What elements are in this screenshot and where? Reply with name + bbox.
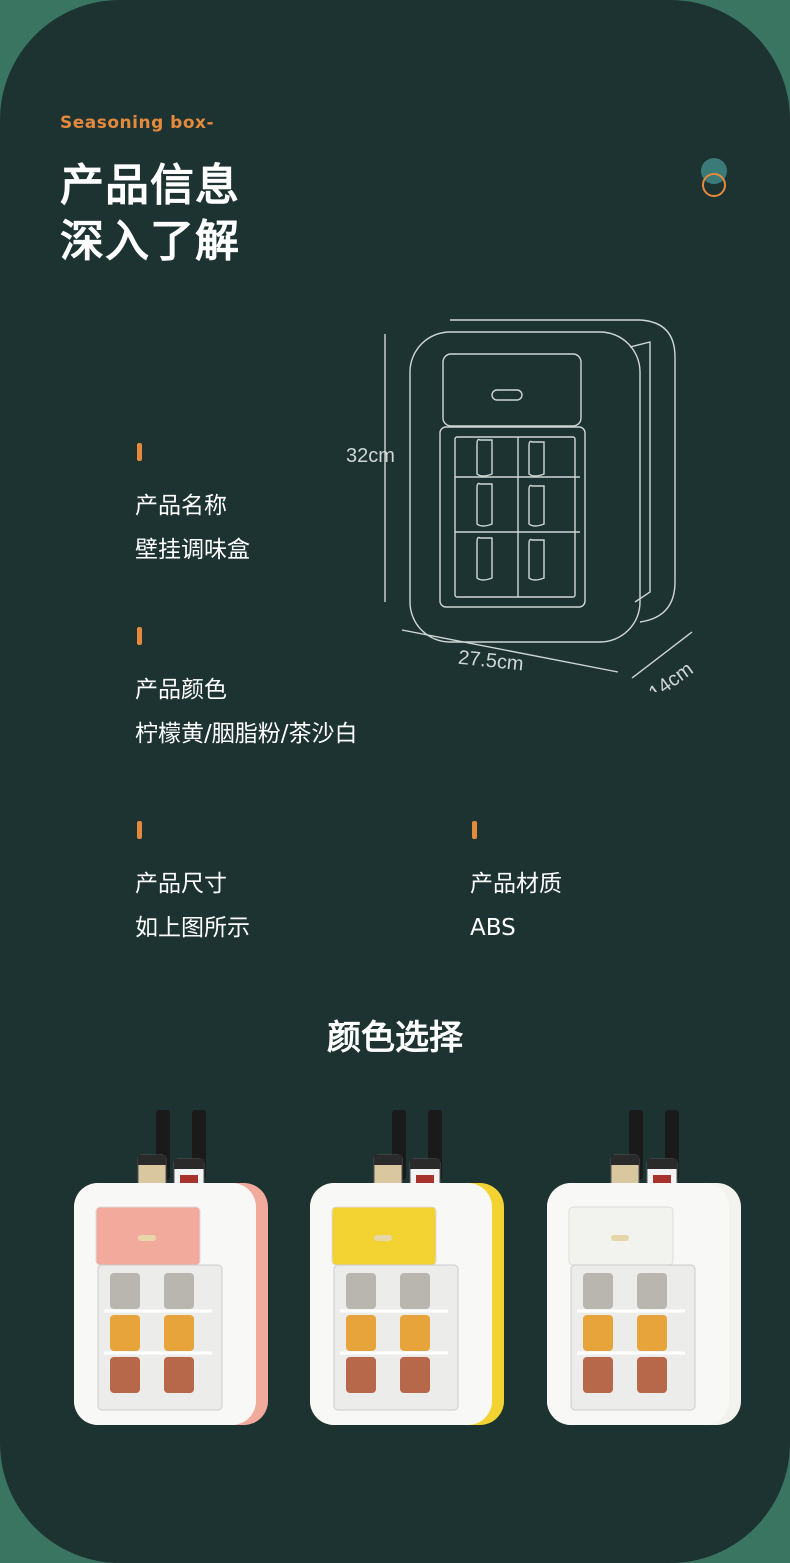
product-variant-image xyxy=(74,1110,268,1425)
decorative-dot-icon xyxy=(701,158,727,197)
product-variant-image xyxy=(310,1110,504,1425)
drawer-outline xyxy=(442,353,582,427)
product-variant-image xyxy=(547,1110,741,1425)
dimension-diagram: 32cm 27.5cm 14cm xyxy=(346,319,697,692)
page-title: 产品信息 深入了解 xyxy=(60,158,240,270)
color-value: 柠檬黄/胭脂粉/茶沙白 xyxy=(135,721,358,747)
width-label: 27.5cm xyxy=(457,647,525,676)
accent-bar xyxy=(137,627,142,645)
height-label: 32cm xyxy=(346,445,395,467)
color-selection-title: 颜色选择 xyxy=(327,1018,463,1058)
depth-dimension-line xyxy=(631,631,693,679)
material-value: ABS xyxy=(470,915,516,941)
accent-bar xyxy=(472,821,477,839)
compartment-outline xyxy=(439,426,586,608)
title-line-2: 深入了解 xyxy=(60,216,240,267)
name-label: 产品名称 xyxy=(135,493,227,519)
size-value: 如上图所示 xyxy=(135,915,250,941)
depth-label: 14cm xyxy=(645,658,697,692)
title-line-1: 产品信息 xyxy=(60,160,240,211)
name-value: 壁挂调味盒 xyxy=(135,537,250,563)
box-outline xyxy=(409,331,641,643)
color-label: 产品颜色 xyxy=(135,677,227,703)
eyebrow-text: Seasoning box- xyxy=(60,113,215,133)
material-label: 产品材质 xyxy=(470,871,562,897)
width-dimension-line xyxy=(401,629,619,673)
accent-bar xyxy=(137,821,142,839)
size-label: 产品尺寸 xyxy=(135,871,227,897)
accent-bar xyxy=(137,443,142,461)
